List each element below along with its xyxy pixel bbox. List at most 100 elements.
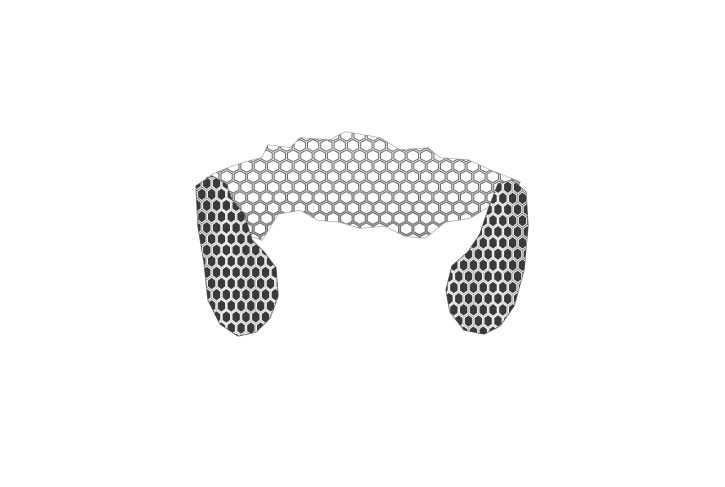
honeycomb-cell [280, 138, 293, 152]
honeycomb-cell [446, 235, 449, 250]
honeycomb-cell [326, 191, 340, 204]
honeycomb-cell [446, 302, 449, 317]
honeycomb-cell [386, 222, 400, 236]
honeycomb-cell [420, 149, 433, 163]
honeycomb-cell [454, 291, 464, 306]
honeycomb-cell [260, 332, 271, 336]
honeycomb-cell [333, 201, 346, 215]
honeycomb-cell [517, 325, 528, 334]
honeycomb-cell [287, 211, 300, 225]
honeycomb-cell [360, 180, 373, 194]
honeycomb-cell [273, 132, 286, 142]
honeycomb-cell [202, 220, 212, 235]
honeycomb-cell [207, 132, 220, 142]
honeycomb-cell [478, 325, 488, 334]
honeycomb-cell [227, 180, 240, 194]
honeycomb-cell [226, 321, 236, 336]
honeycomb-cell [265, 276, 276, 291]
honeycomb-cell [260, 310, 271, 324]
honeycomb-cell [453, 138, 466, 152]
honeycomb-cell [270, 265, 278, 280]
honeycomb-cell [440, 180, 453, 194]
honeycomb-cell [400, 201, 413, 215]
honeycomb-cell [220, 170, 233, 184]
honeycomb-cell [449, 280, 459, 295]
honeycomb-cell [426, 201, 439, 215]
honeycomb-cell [251, 265, 261, 280]
honeycomb-cell [197, 254, 207, 269]
honeycomb-cell [488, 258, 498, 273]
honeycomb-cell [221, 243, 231, 258]
honeycomb-cell [216, 209, 227, 224]
honeycomb-cell [373, 180, 386, 194]
honeycomb-cell [211, 287, 222, 302]
honeycomb-cell [202, 243, 212, 258]
honeycomb-cell [256, 298, 266, 313]
honeycomb-cell [300, 191, 313, 204]
honeycomb-cell [479, 180, 493, 194]
honeycomb-cell [373, 138, 386, 152]
honeycomb-cell [221, 287, 231, 302]
honeycomb-cell [508, 325, 518, 334]
honeycomb-cell [241, 310, 251, 324]
honeycomb-cell [240, 180, 253, 194]
honeycomb-cell [466, 222, 479, 236]
honeycomb-cell [211, 332, 222, 336]
honeycomb-cell [473, 314, 483, 328]
honeycomb-cell [236, 276, 246, 291]
honeycomb-cell [333, 222, 346, 236]
honeycomb-cell [196, 321, 197, 336]
honeycomb-cell [486, 132, 499, 142]
honeycomb-cell [440, 159, 453, 173]
honeycomb-cell [503, 247, 513, 262]
honeycomb-cell [446, 314, 454, 328]
honeycomb-cell [380, 232, 393, 240]
honeycomb-cell [253, 222, 266, 236]
honeycomb-cell [196, 254, 197, 269]
honeycomb-cell [498, 191, 508, 206]
honeycomb-cell [340, 149, 353, 163]
honeycomb-cell [366, 170, 380, 184]
honeycomb-cell [393, 149, 406, 163]
honeycomb-cell [512, 202, 523, 217]
honeycomb-cell [460, 232, 473, 240]
honeycomb-cell [196, 176, 197, 179]
honeycomb-cell [275, 298, 278, 313]
honeycomb-cell [280, 159, 293, 173]
honeycomb-cell [366, 191, 380, 204]
honeycomb-cell [373, 201, 386, 215]
honeycomb-cell [413, 180, 426, 194]
honeycomb-cell [513, 132, 520, 142]
honeycomb-cell [293, 222, 306, 236]
honeycomb-cell [221, 265, 231, 280]
honeycomb-cell [488, 302, 498, 317]
honeycomb-cell [446, 170, 459, 184]
honeycomb-cell [246, 298, 256, 313]
honeycomb-cell [446, 132, 459, 142]
honeycomb-cell [393, 232, 406, 240]
honeycomb-cell [265, 231, 276, 246]
honeycomb-cell [246, 254, 256, 269]
honeycomb-cell [240, 159, 253, 173]
honeycomb-cell [197, 187, 207, 202]
honeycomb-cell [463, 269, 474, 284]
honeycomb-cell [360, 201, 373, 215]
honeycomb-cell [340, 170, 353, 184]
honeycomb-cell [413, 201, 426, 215]
honeycomb-cell [393, 211, 406, 225]
honeycomb-cell [473, 269, 483, 284]
honeycomb-cell [231, 220, 241, 235]
honeycomb-cell [333, 159, 346, 173]
honeycomb-cell [275, 321, 278, 336]
honeycomb-cell [207, 276, 217, 291]
honeycomb-cell [236, 231, 246, 246]
honeycomb-cell [498, 213, 508, 228]
honeycomb-cell [287, 170, 300, 184]
honeycomb-cell [206, 149, 207, 163]
honeycomb-cell [270, 332, 278, 336]
honeycomb-cell [256, 276, 266, 291]
honeycomb-cell [353, 191, 366, 204]
honeycomb-cell [503, 224, 513, 239]
honeycomb-cell [459, 302, 469, 317]
